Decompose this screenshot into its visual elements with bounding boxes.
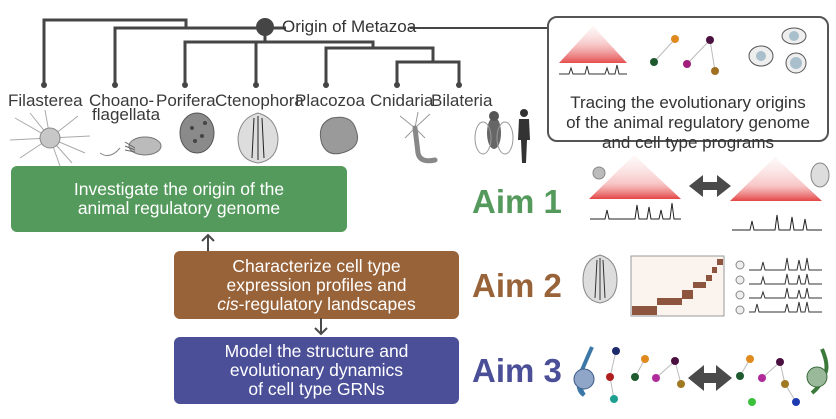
tip-node: [41, 82, 47, 88]
tree-branch-cnidaria-bilateria: [395, 60, 461, 84]
taxon-label-placozoa: Placozoa: [295, 91, 365, 110]
aim3-illustration: [573, 346, 829, 406]
double-arrow-icon-aim3: [688, 365, 732, 391]
aim3-label: Aim 3: [472, 352, 562, 389]
aim2-illustration: [582, 254, 822, 317]
network-icon: [653, 38, 716, 72]
taxon-label-choanoflagellata: Choano-: [89, 91, 155, 110]
summary-line: of the animal regulatory genome: [566, 113, 810, 132]
cis-italic: cis: [217, 293, 239, 314]
summary-box: Tracing the evolutionary origins of the …: [547, 16, 829, 152]
filasterea-icon: [9, 109, 91, 167]
filasterea-small-icon: [592, 166, 606, 180]
aim2-text-line: cis-regulatory landscapes: [174, 293, 459, 314]
tip-node: [323, 82, 329, 88]
aim2-box: Characterize cell type expression profil…: [174, 251, 459, 319]
choanoflagellata-icon: [99, 136, 162, 157]
taxon-label-bilateria: Bilateria: [431, 91, 493, 110]
aim3-text-line: evolutionary dynamics: [229, 360, 404, 380]
placozoa-icon: [319, 116, 359, 155]
summary-line: and cell type programs: [602, 133, 774, 152]
tree-branch-choanoflagellata: [113, 26, 286, 84]
taxon-label-filasterea: Filasterea: [8, 91, 83, 110]
aim3-text-line: of cell type GRNs: [248, 379, 385, 399]
tree-branch-placozoa: [324, 46, 435, 84]
aim3-text-line: Model the structure and: [224, 341, 409, 361]
aim2-text-line: expression profiles and: [226, 274, 407, 295]
ctenophora-icon: [237, 112, 279, 164]
ctenophore-small-icon: [810, 162, 830, 188]
cell-type-icons: [735, 260, 745, 315]
summary-text: Tracing the evolutionary origins of the …: [549, 93, 827, 153]
sponge-cell-right-icon: [806, 348, 829, 395]
porifera-icon: [179, 112, 215, 154]
aim1-text-line: animal regulatory genome: [77, 198, 281, 218]
signal-track-right: [732, 214, 822, 231]
organism-illustrations: [9, 109, 530, 167]
hic-triangle-icon: [559, 26, 627, 63]
taxon-label-ctenophora: Ctenophora: [215, 91, 304, 110]
aim1-box: Investigate the origin of the animal reg…: [11, 166, 347, 232]
taxon-label-cnidaria: Cnidaria: [370, 91, 434, 110]
grn-network-right: [739, 358, 797, 403]
tree-branch-porifera: [183, 40, 375, 84]
summary-line: Tracing the evolutionary origins: [570, 93, 806, 112]
aim2-text-line: Characterize cell type: [232, 255, 401, 276]
sponge-cell-left-icon: [573, 346, 595, 397]
down-arrow-icon: [314, 318, 328, 336]
aim2-text-rest: -regulatory landscapes: [238, 293, 416, 314]
aim3-box: Model the structure and evolutionary dyn…: [174, 337, 459, 404]
tip-node: [456, 82, 462, 88]
summary-illustrations: [559, 26, 807, 75]
hic-map-right: [730, 157, 822, 201]
up-arrow-icon: [201, 233, 215, 252]
taxon-label-choanoflagellata-line2: flagellata: [92, 105, 161, 124]
double-arrow-icon: [689, 175, 731, 197]
bilateria-icon: [474, 109, 530, 163]
accessibility-tracks: [749, 257, 822, 313]
taxon-label-porifera: Porifera: [156, 91, 216, 110]
tree-branch-filasterea: [42, 18, 188, 84]
tip-node: [394, 82, 400, 88]
aim1-label: Aim 1: [472, 183, 562, 220]
aim1-text-line: Investigate the origin of the: [73, 179, 285, 199]
tip-node: [253, 82, 259, 88]
cnidaria-icon: [399, 111, 438, 164]
hic-map-left: [589, 155, 681, 199]
phylogenetic-tree: [41, 18, 548, 88]
signal-track-left: [590, 202, 681, 220]
aim2-label: Aim 2: [472, 267, 562, 304]
heatmap-blocks: [632, 259, 723, 315]
tip-node: [112, 82, 118, 88]
root-label: Origin of Metazoa: [282, 17, 417, 36]
tip-node: [182, 82, 188, 88]
root-node: [256, 18, 274, 36]
signal-track-icon: [559, 64, 627, 75]
aim1-illustration: [589, 155, 830, 231]
